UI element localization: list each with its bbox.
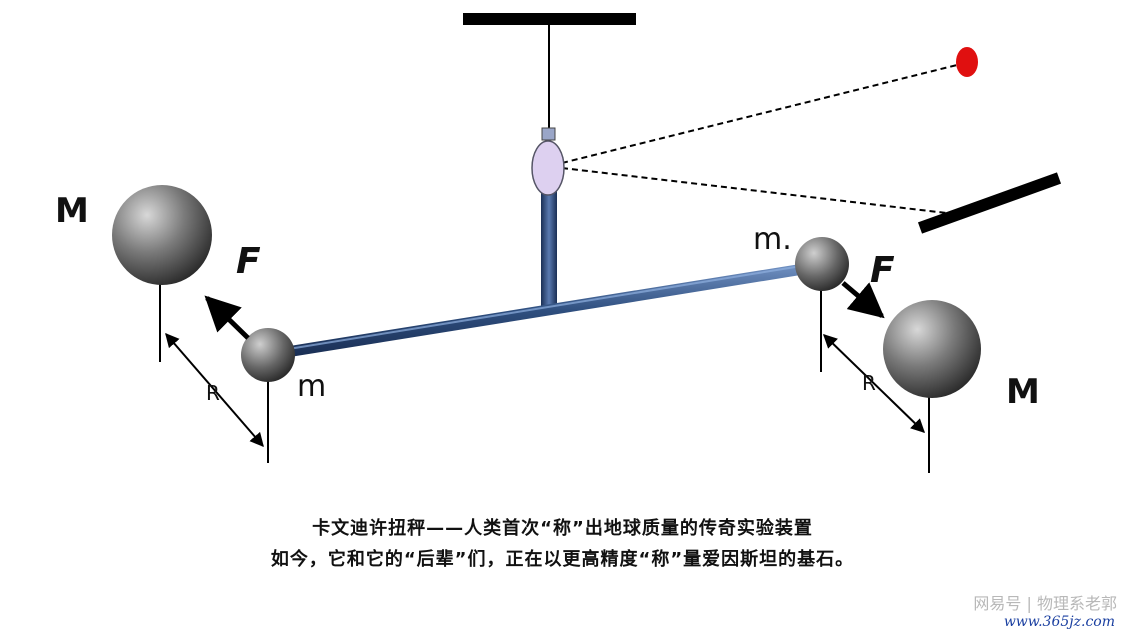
label-R-left: R xyxy=(206,381,220,405)
laser-reflected-ray xyxy=(561,167,956,215)
left-force-arrow xyxy=(204,295,250,340)
vertical-post xyxy=(541,190,557,310)
label-R-right: R xyxy=(862,371,876,395)
left-distance-arrow xyxy=(165,332,264,448)
label-F-left: F xyxy=(236,241,261,282)
right-distance-arrow xyxy=(822,334,926,433)
label-M-right: M xyxy=(1006,372,1040,412)
label-M-left: M xyxy=(55,191,89,231)
scale-screen xyxy=(917,172,1062,234)
caption-line-2: 如今，它和它的“后辈”们，正在以更高精度“称”量爱因斯坦的基石。 xyxy=(270,549,855,570)
right-small-sphere xyxy=(795,237,849,291)
watermark-text: 网易号 | 物理系老郭 xyxy=(973,594,1117,613)
caption-line-1: 卡文迪许扭秤——人类首次“称”出地球质量的传奇实验装置 xyxy=(312,518,813,539)
ceiling-bar xyxy=(463,13,636,25)
watermark-site: www.365jz.com xyxy=(1003,614,1115,630)
torsion-beam-highlight xyxy=(269,262,821,353)
fiber-clamp xyxy=(541,127,556,141)
laser-incident-ray xyxy=(561,62,966,164)
label-m-right: m. xyxy=(753,222,792,257)
label-m-left: m xyxy=(297,369,326,404)
torsion-beam xyxy=(262,260,828,361)
right-big-sphere xyxy=(883,300,981,398)
mirror xyxy=(531,140,565,196)
right-force-arrow xyxy=(841,281,885,319)
laser-source-dot xyxy=(956,47,978,77)
left-big-sphere xyxy=(112,185,212,285)
label-F-right: F xyxy=(870,250,895,291)
